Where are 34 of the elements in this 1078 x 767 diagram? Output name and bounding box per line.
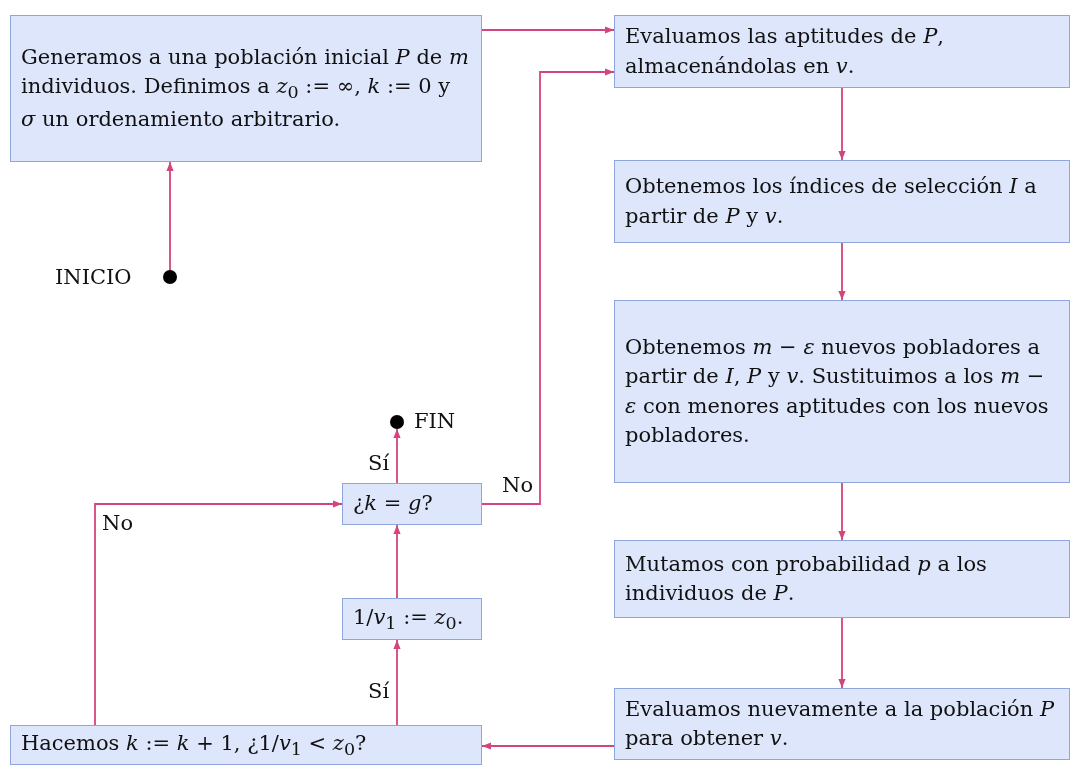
arrow [838, 87, 846, 161]
process-box [342, 483, 482, 525]
arrow [838, 242, 846, 301]
box-text: Hacemos k := k + 1, ¿1/v$_{1}$ < z$_{0}$? [21, 729, 367, 761]
box-text: Obtenemos m − ε nuevos pobladores a partir de I, P y v. Sustituimos a los m − ε con menores aptitudes con los nuevos pobladores. [625, 333, 1050, 449]
arrow [481, 68, 615, 505]
arrow [166, 161, 174, 271]
process-box [614, 300, 1070, 483]
arrow [481, 26, 615, 34]
process-box [614, 688, 1070, 760]
arrow [838, 482, 846, 541]
box-text: Mutamos con probabilidad p a los individuos de P. [625, 550, 988, 607]
process-box [614, 160, 1070, 243]
process-box [614, 15, 1070, 88]
terminal-label: FIN [414, 409, 456, 433]
process-box [10, 725, 482, 765]
box-text: Evaluamos las aptitudes de P, almacenándolas en v. [625, 23, 945, 80]
arrow [838, 617, 846, 689]
box-text: Obtenemos los índices de selección I a partir de P y v. [625, 173, 1038, 230]
terminal-dot [390, 415, 404, 429]
arrow [393, 524, 401, 599]
terminal-label: INICIO [55, 265, 132, 289]
arrow [94, 500, 343, 726]
terminal-dot [163, 270, 177, 284]
box-text: Evaluamos nuevamente a la población P para obtener v. [625, 695, 1056, 752]
process-box [342, 598, 482, 640]
process-box [10, 15, 482, 162]
arrow [481, 742, 615, 750]
box-text: ¿k = g? [353, 490, 433, 518]
process-box [614, 540, 1070, 618]
arrow [393, 639, 401, 726]
box-text: Generamos a una población inicial P de m individuos. Definimos a z$_{0}$ := ∞, k := 0 y σ un ordenamiento arbitrario. [21, 43, 470, 133]
arrow [393, 428, 401, 484]
box-text: 1/v$_{1}$ := z$_{0}$. [353, 603, 464, 635]
